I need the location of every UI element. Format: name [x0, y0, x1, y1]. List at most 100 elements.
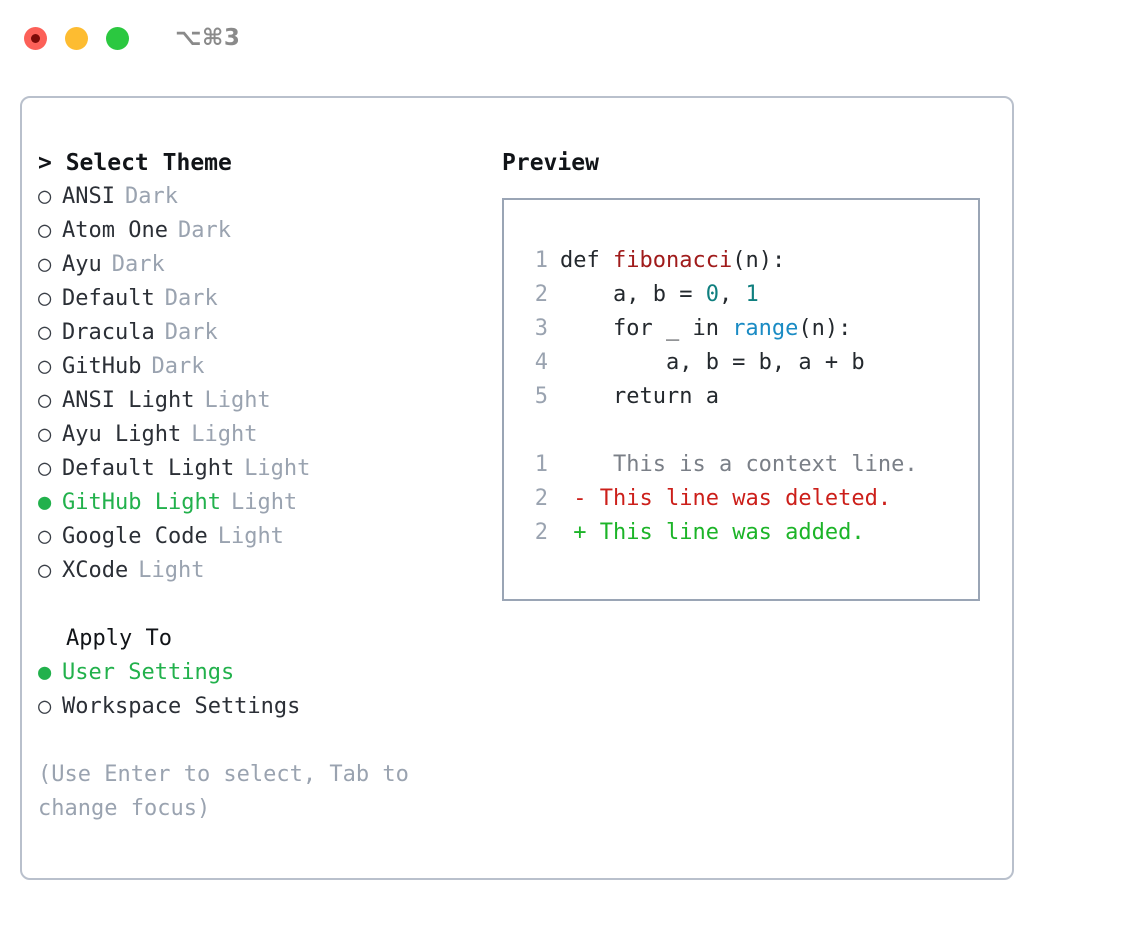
theme-item-label: Google Code	[62, 524, 208, 549]
diff-text: This line was deleted.	[586, 486, 892, 511]
code-text: a, b = 0, 1	[560, 278, 759, 312]
apply-to-item-label: User Settings	[62, 660, 235, 685]
radio-unselected-icon: ○	[38, 558, 52, 583]
theme-item-dracula[interactable]: ○ Dracula Dark	[38, 316, 498, 350]
diff-sample: 1 This is a context line.2 - This line w…	[522, 448, 978, 550]
theme-item-github-light[interactable]: ● GitHub Light Light	[38, 486, 498, 520]
radio-unselected-icon: ○	[38, 286, 52, 311]
code-token: for _ in	[560, 316, 733, 341]
diff-marker: +	[560, 520, 587, 545]
theme-variant-badge: Dark	[111, 252, 165, 277]
theme-item-label: GitHub	[62, 354, 142, 379]
theme-item-label: Default Light	[62, 456, 235, 481]
maximize-button-icon[interactable]	[106, 26, 129, 50]
hint-spacer	[38, 724, 498, 758]
line-number: 1	[534, 248, 548, 273]
theme-variant-badge: Light	[217, 524, 284, 549]
code-line: 1 def fibonacci(n):	[522, 244, 978, 278]
theme-item-label: Ayu Light	[62, 422, 182, 447]
theme-item-ayu-light[interactable]: ○ Ayu Light Light	[38, 418, 498, 452]
theme-item-atom-one[interactable]: ○ Atom One Dark	[38, 214, 498, 248]
line-number: 5	[534, 384, 548, 409]
code-line: 4 a, b = b, a + b	[522, 346, 978, 380]
keyboard-shortcut-label: ⌥⌘3	[175, 25, 241, 51]
diff-line: 2 + This line was added.	[522, 516, 978, 550]
radio-unselected-icon: ○	[38, 694, 52, 719]
theme-item-default-light[interactable]: ○ Default Light Light	[38, 452, 498, 486]
code-line: 5 return a	[522, 380, 978, 414]
theme-item-ansi-light[interactable]: ○ ANSI Light Light	[38, 384, 498, 418]
diff-marker	[560, 448, 587, 482]
apply-to-item-label: Workspace Settings	[62, 694, 301, 719]
diff-text: This is a context line.	[586, 452, 918, 477]
line-number: 2	[534, 486, 548, 511]
apply-to-item-workspace-settings[interactable]: ○ Workspace Settings	[38, 690, 498, 724]
theme-variant-badge: Light	[244, 456, 311, 481]
diff-marker: -	[560, 486, 587, 511]
code-token: def	[560, 248, 613, 273]
theme-picker-header: > Select Theme	[38, 150, 232, 176]
code-token: return a	[560, 384, 719, 409]
theme-variant-badge: Dark	[151, 354, 205, 379]
line-number: 4	[534, 350, 548, 375]
radio-selected-icon: ●	[38, 660, 52, 685]
line-number: 2	[534, 520, 548, 545]
radio-unselected-icon: ○	[38, 422, 52, 447]
code-text: def fibonacci(n):	[560, 244, 785, 278]
radio-unselected-icon: ○	[38, 456, 52, 481]
code-token: a, b = b, a + b	[560, 350, 865, 375]
theme-item-label: ANSI Light	[62, 388, 195, 413]
code-token: a, b =	[560, 282, 706, 307]
line-number: 2	[534, 282, 548, 307]
diff-line: 1 This is a context line.	[522, 448, 978, 482]
line-number: 1	[534, 452, 548, 477]
theme-variant-badge: Light	[191, 422, 258, 447]
line-number: 3	[534, 316, 548, 341]
code-token: fibonacci	[612, 248, 733, 273]
theme-item-label: Atom One	[62, 218, 168, 243]
theme-item-label: Ayu	[62, 252, 102, 277]
title-bar: ⌥⌘3	[0, 0, 1140, 76]
theme-variant-badge: Dark	[177, 218, 231, 243]
radio-unselected-icon: ○	[38, 524, 52, 549]
theme-variant-badge: Light	[230, 490, 298, 515]
diff-line: 2 - This line was deleted.	[522, 482, 978, 516]
radio-unselected-icon: ○	[38, 320, 52, 345]
code-diff-separator	[522, 414, 978, 448]
code-line: 2 a, b = 0, 1	[522, 278, 978, 312]
close-button-icon[interactable]	[24, 26, 47, 50]
theme-item-label: GitHub Light	[62, 490, 221, 515]
apply-to-list[interactable]: ● User Settings ○ Workspace Settings	[38, 656, 498, 724]
apply-to-item-user-settings[interactable]: ● User Settings	[38, 656, 498, 690]
radio-unselected-icon: ○	[38, 388, 52, 413]
code-token: 0	[705, 282, 719, 307]
theme-variant-badge: Dark	[164, 286, 218, 311]
keyboard-hint-text: (Use Enter to select, Tab to change focu…	[38, 762, 409, 821]
code-text: a, b = b, a + b	[560, 346, 865, 380]
code-token: range	[732, 316, 799, 341]
theme-item-label: Dracula	[62, 320, 155, 345]
radio-unselected-icon: ○	[38, 218, 52, 243]
theme-item-label: XCode	[62, 558, 129, 583]
theme-item-google-code[interactable]: ○ Google Code Light	[38, 520, 498, 554]
code-token: (n):	[798, 316, 852, 341]
theme-variant-badge: Light	[204, 388, 271, 413]
code-token: (n):	[732, 248, 786, 273]
minimize-button-icon[interactable]	[65, 26, 88, 50]
radio-selected-icon: ●	[38, 490, 52, 515]
code-text: return a	[560, 380, 719, 414]
radio-unselected-icon: ○	[38, 184, 52, 209]
theme-variant-badge: Dark	[164, 320, 218, 345]
code-token: ,	[718, 282, 746, 307]
